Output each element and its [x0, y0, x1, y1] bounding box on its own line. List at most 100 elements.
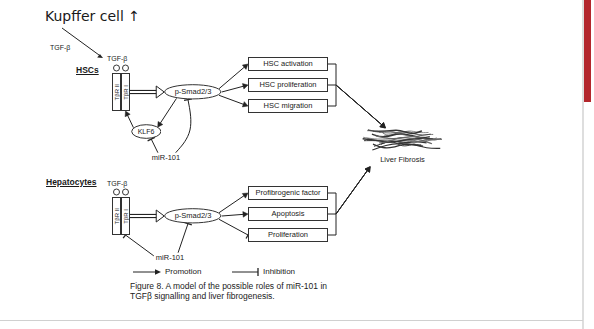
connector-line	[328, 85, 382, 125]
connector-line	[328, 85, 382, 125]
connector-line	[219, 67, 245, 89]
process-box: HSC migration	[248, 99, 328, 113]
legend-text: Inhibition	[263, 267, 295, 276]
receptor-box: TβR I	[121, 197, 130, 235]
promotion-connector	[328, 64, 386, 128]
node-text: p-Smad2/3	[175, 88, 212, 97]
arrow-head	[365, 167, 370, 173]
ligand-label: TGF-β	[107, 55, 127, 63]
cell-type-label: Hepatocytes	[46, 178, 97, 188]
fiber-strand	[379, 137, 432, 143]
promotion-connector	[125, 111, 133, 128]
mirna-node: miR-101	[154, 253, 186, 264]
promotion-connector	[130, 86, 164, 98]
arrow-head	[365, 167, 370, 173]
promotion-connector	[222, 212, 248, 218]
figure-caption: Figure 8. A model of the possible roles …	[130, 281, 345, 301]
promotion-connector	[328, 85, 386, 128]
node-text: Profibrogenic factor	[255, 189, 320, 198]
connector-line	[219, 219, 248, 235]
node-text: HSC migration	[264, 102, 313, 111]
ligand-symbol	[114, 65, 120, 71]
ligand-label: TGF-β	[107, 180, 127, 188]
connector-line	[328, 170, 368, 235]
connector-line	[178, 224, 188, 253]
inhibition-connector	[176, 99, 192, 153]
oval-outline	[165, 85, 221, 99]
slide-accent-bar	[584, 0, 591, 102]
connector-line	[151, 139, 158, 153]
process-box: Apoptosis	[248, 207, 328, 221]
promotion-connector	[222, 84, 248, 92]
ligand-symbol	[114, 189, 120, 195]
arrow-head	[158, 121, 163, 127]
promotion-connector	[328, 167, 370, 214]
legend-sample	[257, 268, 258, 276]
connector-line	[219, 95, 244, 104]
connector-line	[328, 64, 382, 125]
promotion-connector	[328, 85, 386, 128]
arrow-head	[125, 111, 130, 117]
promotion-connector	[328, 167, 370, 214]
process-box: HSC proliferation	[248, 78, 328, 92]
connector-line	[130, 90, 157, 94]
legend-sample	[133, 272, 156, 273]
receptor-label: TβR I	[123, 209, 129, 224]
ligand-symbol	[123, 189, 129, 195]
connector-line	[328, 170, 368, 214]
legend-text: Promotion	[165, 267, 201, 276]
inhibition-connector	[219, 219, 250, 238]
connector-line	[160, 98, 177, 123]
receptor-box: TβR I	[121, 73, 130, 111]
connector-line	[219, 195, 245, 212]
fiber-strand	[372, 144, 440, 151]
promotion-connector	[158, 98, 177, 127]
fibrosis-illustration	[360, 128, 445, 154]
promotion-connector	[130, 210, 164, 222]
fibrosis-figure: Liver Fibrosis	[360, 128, 445, 167]
connector-line	[127, 115, 133, 128]
mirna-node: miR-101	[150, 153, 182, 164]
connector-line	[176, 100, 191, 153]
node-text: HSC activation	[263, 60, 313, 69]
slide-frame	[0, 320, 583, 321]
arrow-head	[156, 210, 164, 222]
arrow-head	[380, 123, 386, 128]
process-box: Profibrogenic factor	[248, 186, 328, 200]
connector-line	[126, 235, 154, 256]
arrow-head	[365, 167, 370, 173]
protein-oval: KLF6	[131, 124, 162, 139]
promotion-connector	[328, 167, 370, 235]
node-text: p-Smad2/3	[175, 212, 212, 221]
receptor-box: TβR II	[112, 197, 121, 235]
node-text: Liver Fibrosis	[380, 156, 425, 165]
node-text: Proliferation	[268, 231, 308, 240]
connector-line	[222, 214, 244, 216]
slide-frame	[583, 0, 584, 329]
legend-sample	[232, 272, 258, 273]
node-text: Apoptosis	[272, 210, 305, 219]
oval-outline	[131, 125, 160, 139]
inhibition-connector	[148, 137, 158, 152]
connector-line	[130, 215, 157, 217]
promotion-connector	[219, 64, 248, 89]
arrow-head	[97, 54, 103, 58]
receptor-label: TβR II	[114, 208, 120, 224]
protein-oval: p-Smad2/3	[164, 208, 222, 224]
signal-label: TGF-β	[50, 44, 70, 52]
receptor-label: TβR I	[123, 85, 129, 100]
ligand-symbol	[123, 65, 129, 71]
oval-outline	[165, 209, 221, 223]
protein-oval: p-Smad2/3	[164, 84, 222, 100]
cell-type-label: HSCs	[76, 66, 99, 76]
annotation: Kupffer cell ↑	[45, 8, 140, 24]
process-box: Proliferation	[248, 228, 328, 242]
receptor-label: TβR II	[114, 84, 120, 100]
legend-sample	[155, 269, 161, 275]
inhibition-connector	[123, 232, 154, 256]
node-text: miR-101	[152, 154, 180, 163]
connector-line	[328, 170, 368, 214]
node-text: HSC proliferation	[259, 81, 316, 90]
